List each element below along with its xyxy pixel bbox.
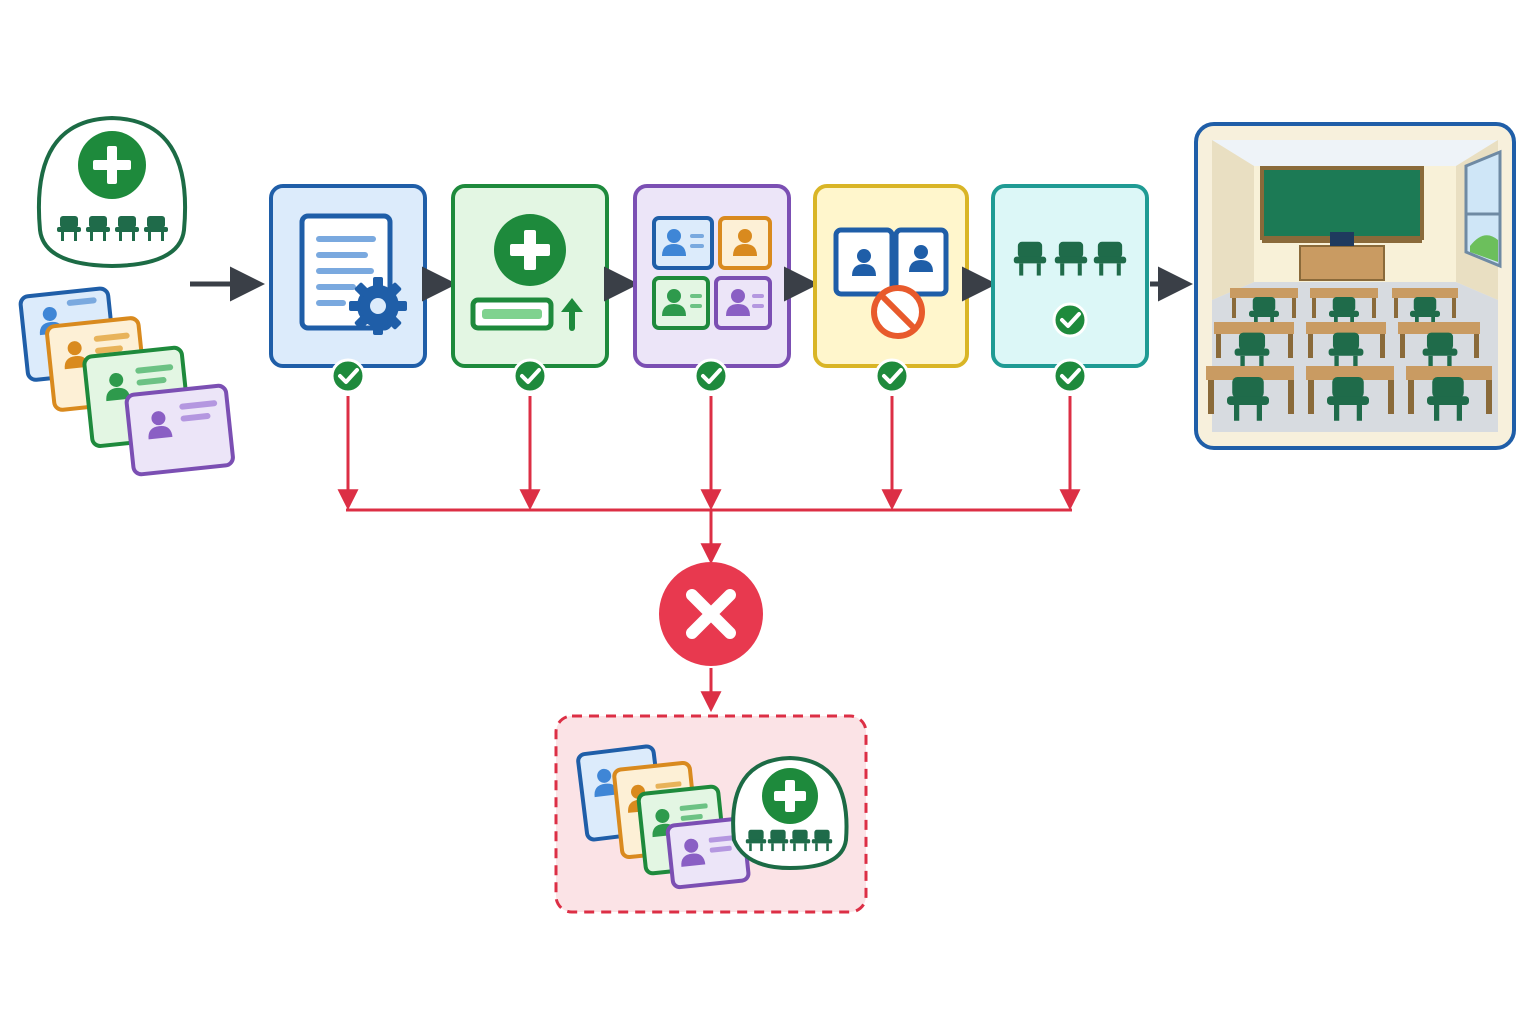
check-icon	[330, 358, 366, 394]
check-icon	[1052, 302, 1088, 338]
failure-paths	[337, 396, 1081, 713]
check-icon	[1052, 358, 1088, 394]
classroom-icon	[1194, 122, 1516, 450]
x-circle-icon	[659, 562, 763, 666]
classroom-desks	[1206, 288, 1492, 421]
rollback-state	[554, 714, 868, 914]
add-seat-block-icon	[37, 115, 187, 269]
step-check-conflicts	[813, 184, 969, 394]
document-settings-icon	[299, 213, 407, 335]
step-assign-profiles	[633, 184, 791, 394]
add-progress-icon	[470, 214, 583, 331]
profile-grid-icon	[652, 216, 772, 330]
step-configure	[269, 184, 427, 394]
rollback-bundle-icon	[576, 744, 849, 890]
check-icon	[874, 358, 910, 394]
step-confirm-seats	[991, 184, 1149, 394]
check-icon	[693, 358, 729, 394]
blocked-profiles-icon	[833, 227, 949, 339]
step-add-capacity	[451, 184, 609, 394]
check-icon	[512, 358, 548, 394]
profile-cards-stack-icon	[18, 286, 235, 477]
